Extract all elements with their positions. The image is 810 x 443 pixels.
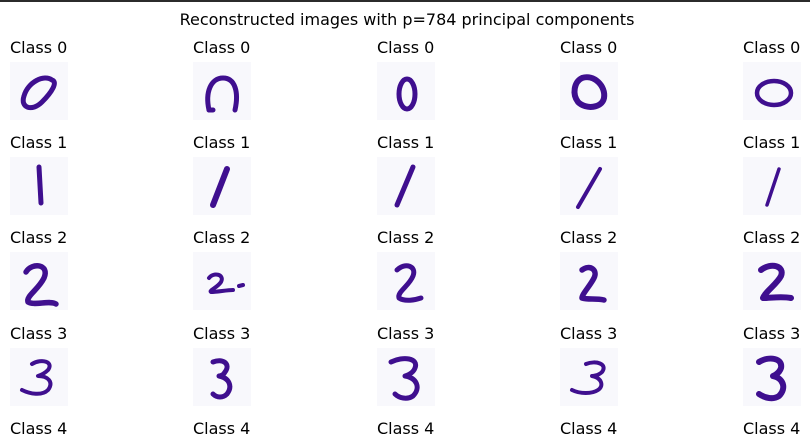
subplot-label: Class 3 xyxy=(560,324,618,343)
subplot-label: Class 2 xyxy=(377,228,435,247)
digit-image xyxy=(193,348,251,406)
subplot-label: Class 0 xyxy=(560,38,618,57)
digit-image xyxy=(560,252,618,310)
digit-image xyxy=(193,157,251,215)
subplot-label: Class 0 xyxy=(10,38,68,57)
subplot-label: Class 0 xyxy=(377,38,435,57)
figure-title: Reconstructed images with p=784 principa… xyxy=(179,10,635,29)
subplot-label: Class 3 xyxy=(377,324,435,343)
digit-image xyxy=(377,157,435,215)
subplot-label: Class 2 xyxy=(10,228,68,247)
subplot-label: Class 2 xyxy=(560,228,618,247)
subplot-label: Class 2 xyxy=(193,228,251,247)
digit-image xyxy=(377,62,435,120)
digit-image xyxy=(10,348,68,406)
digit-image xyxy=(377,252,435,310)
digit-image xyxy=(743,157,801,215)
subplot-label: Class 1 xyxy=(560,133,618,152)
digit-image xyxy=(10,157,68,215)
subplot-label: Class 4 xyxy=(193,419,251,438)
subplot-label: Class 4 xyxy=(377,419,435,438)
digit-image xyxy=(560,157,618,215)
digit-image xyxy=(10,62,68,120)
digit-image xyxy=(743,348,801,406)
subplot-label: Class 4 xyxy=(743,419,801,438)
digit-image xyxy=(377,348,435,406)
subplot-label: Class 3 xyxy=(743,324,801,343)
subplot-label: Class 1 xyxy=(193,133,251,152)
digit-image xyxy=(193,62,251,120)
subplot-label: Class 4 xyxy=(560,419,618,438)
digit-image xyxy=(560,348,618,406)
subplot-label: Class 2 xyxy=(743,228,801,247)
digit-image xyxy=(10,252,68,310)
subplot-label: Class 0 xyxy=(743,38,801,57)
digit-image xyxy=(560,62,618,120)
digit-image xyxy=(193,252,251,310)
subplot-label: Class 1 xyxy=(377,133,435,152)
subplot-label: Class 4 xyxy=(10,419,68,438)
subplot-label: Class 3 xyxy=(10,324,68,343)
digit-image xyxy=(743,62,801,120)
subplot-label: Class 1 xyxy=(10,133,68,152)
subplot-label: Class 3 xyxy=(193,324,251,343)
subplot-label: Class 0 xyxy=(193,38,251,57)
digit-image xyxy=(743,252,801,310)
subplot-label: Class 1 xyxy=(743,133,801,152)
figure-top-border xyxy=(0,0,810,2)
